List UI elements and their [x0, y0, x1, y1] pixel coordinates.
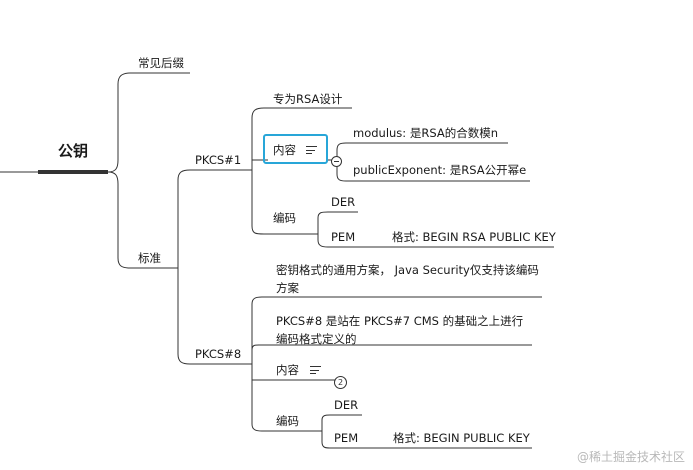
note-icon[interactable]	[310, 366, 321, 375]
root-node[interactable]: 公钥	[58, 142, 89, 160]
node-pkcs8-pem[interactable]: PEM	[334, 431, 359, 445]
node-pkcs8-content[interactable]: 内容	[276, 363, 299, 377]
node-pkcs1-pem-format[interactable]: 格式: BEGIN RSA PUBLIC KEY	[392, 230, 556, 244]
node-pkcs1[interactable]: PKCS#1	[195, 153, 242, 167]
note-icon[interactable]	[306, 146, 317, 155]
node-standards[interactable]: 标准	[138, 251, 161, 265]
node-pkcs8-der[interactable]: DER	[334, 398, 359, 412]
node-pkcs1-encoding[interactable]: 编码	[273, 211, 296, 225]
node-common-suffix[interactable]: 常见后缀	[138, 56, 184, 70]
collapse-icon[interactable]	[331, 156, 342, 167]
node-modulus[interactable]: modulus: 是RSA的合数模n	[353, 126, 498, 140]
node-pkcs8[interactable]: PKCS#8	[195, 347, 242, 361]
node-general-scheme[interactable]: 密钥格式的通用方案， Java Security仅支持该编码方案	[276, 263, 539, 295]
node-pkcs1-der[interactable]: DER	[331, 195, 356, 209]
collapsed-count-badge[interactable]: 2	[334, 376, 347, 389]
node-pkcs1-pem[interactable]: PEM	[331, 230, 356, 244]
node-pkcs1-content[interactable]: 内容	[273, 143, 296, 157]
node-based-on-cms[interactable]: PKCS#8 是站在 PKCS#7 CMS 的基础之上进行编码格式定义的	[276, 314, 524, 346]
node-public-exponent[interactable]: publicExponent: 是RSA公开幂e	[353, 163, 527, 177]
node-pkcs8-encoding[interactable]: 编码	[276, 414, 299, 428]
node-rsa-design[interactable]: 专为RSA设计	[273, 92, 343, 106]
watermark: @稀土掘金技术社区	[576, 450, 685, 464]
selected-node-frame[interactable]	[263, 134, 328, 164]
node-pkcs8-pem-format[interactable]: 格式: BEGIN PUBLIC KEY	[393, 431, 530, 445]
